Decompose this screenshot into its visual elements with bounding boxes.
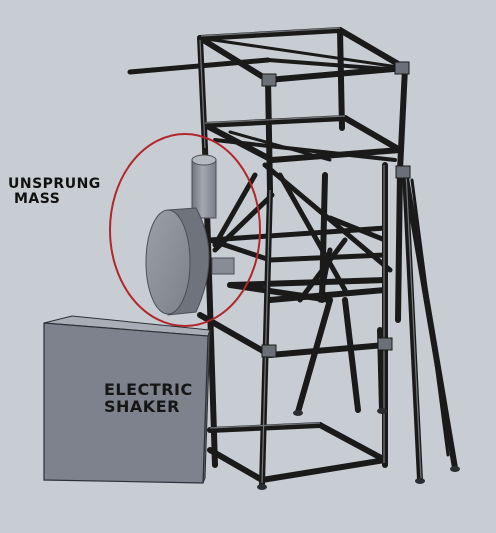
unsprung-label-line1: UNSPRUNG <box>8 176 101 192</box>
shaker-label-line2: SHAKER <box>104 396 180 416</box>
support-legs <box>295 169 458 483</box>
highlight-circle <box>109 133 261 327</box>
electric-shaker <box>43 315 211 484</box>
unsprung-mass <box>145 154 235 316</box>
electric-shaker-label: ELECTRIC SHAKER <box>104 380 193 416</box>
shaker-front <box>43 322 209 484</box>
frame-structure <box>127 27 458 488</box>
middle-frame <box>202 115 403 163</box>
foot-pads <box>257 408 460 490</box>
base-frame <box>207 422 388 483</box>
gusset-plates <box>261 61 411 358</box>
second-tier <box>207 215 388 263</box>
shaker-label-line1: ELECTRIC <box>104 380 193 399</box>
top-frame <box>197 27 408 83</box>
diagonal-braces <box>212 162 393 303</box>
unsprung-label-line2: MASS <box>14 190 61 207</box>
lower-tier <box>197 277 388 358</box>
unsprung-mass-label: UNSPRUNG MASS <box>8 177 101 206</box>
mass-drum-face <box>145 209 191 315</box>
